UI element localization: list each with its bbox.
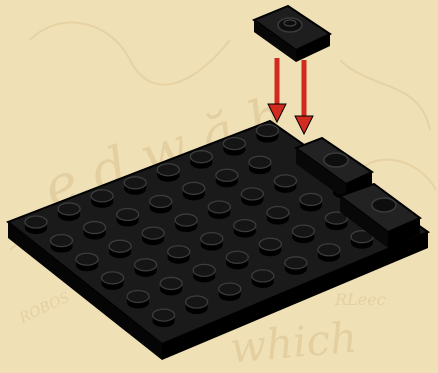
baseplate-stud	[318, 244, 340, 262]
baseplate-stud	[160, 277, 182, 295]
baseplate-stud	[168, 246, 190, 264]
baseplate-stud	[183, 182, 205, 200]
map-line	[340, 60, 430, 130]
baseplate-stud	[241, 188, 263, 206]
baseplate-stud	[249, 156, 271, 174]
baseplate-stud	[201, 233, 223, 251]
baseplate-stud	[285, 257, 307, 275]
baseplate-stud	[91, 190, 113, 208]
placement-arrows	[268, 58, 313, 134]
baseplate-stud	[84, 222, 106, 240]
baseplate-stud	[223, 138, 245, 156]
map-line	[30, 23, 230, 85]
baseplate-stud	[219, 283, 241, 301]
tile-stud	[324, 153, 348, 167]
baseplate-stud	[142, 227, 164, 245]
baseplate-stud	[175, 214, 197, 232]
baseplate-stud	[300, 193, 322, 211]
new-piece-1x2-tile	[254, 6, 330, 62]
baseplate-stud	[226, 251, 248, 269]
baseplate-stud	[135, 259, 157, 277]
baseplate-stud	[58, 203, 80, 221]
baseplate-stud	[252, 270, 274, 288]
baseplate-stud	[127, 290, 149, 308]
baseplate-stud	[124, 177, 146, 195]
tile-stud	[372, 198, 396, 212]
arrow-right-head	[295, 116, 313, 134]
baseplate-stud	[150, 195, 172, 213]
baseplate-stud	[216, 169, 238, 187]
baseplate	[8, 121, 428, 360]
baseplate-stud	[234, 220, 256, 238]
baseplate-stud	[51, 235, 73, 253]
baseplate-stud	[157, 164, 179, 182]
baseplate-stud	[186, 296, 208, 314]
arrow-left-head	[268, 104, 286, 122]
baseplate-stud	[292, 225, 314, 243]
baseplate-stud	[109, 240, 131, 258]
baseplate-stud	[76, 253, 98, 271]
baseplate-stud	[153, 309, 175, 327]
baseplate-stud	[193, 264, 215, 282]
baseplate-stud	[274, 175, 296, 193]
baseplate-stud	[256, 125, 278, 143]
baseplate-stud	[102, 272, 124, 290]
baseplate-stud	[267, 207, 289, 225]
baseplate-stud	[259, 238, 281, 256]
baseplate-stud	[208, 201, 230, 219]
baseplate-stud	[190, 151, 212, 169]
baseplate-stud	[117, 208, 139, 226]
baseplate-stud	[25, 216, 47, 234]
